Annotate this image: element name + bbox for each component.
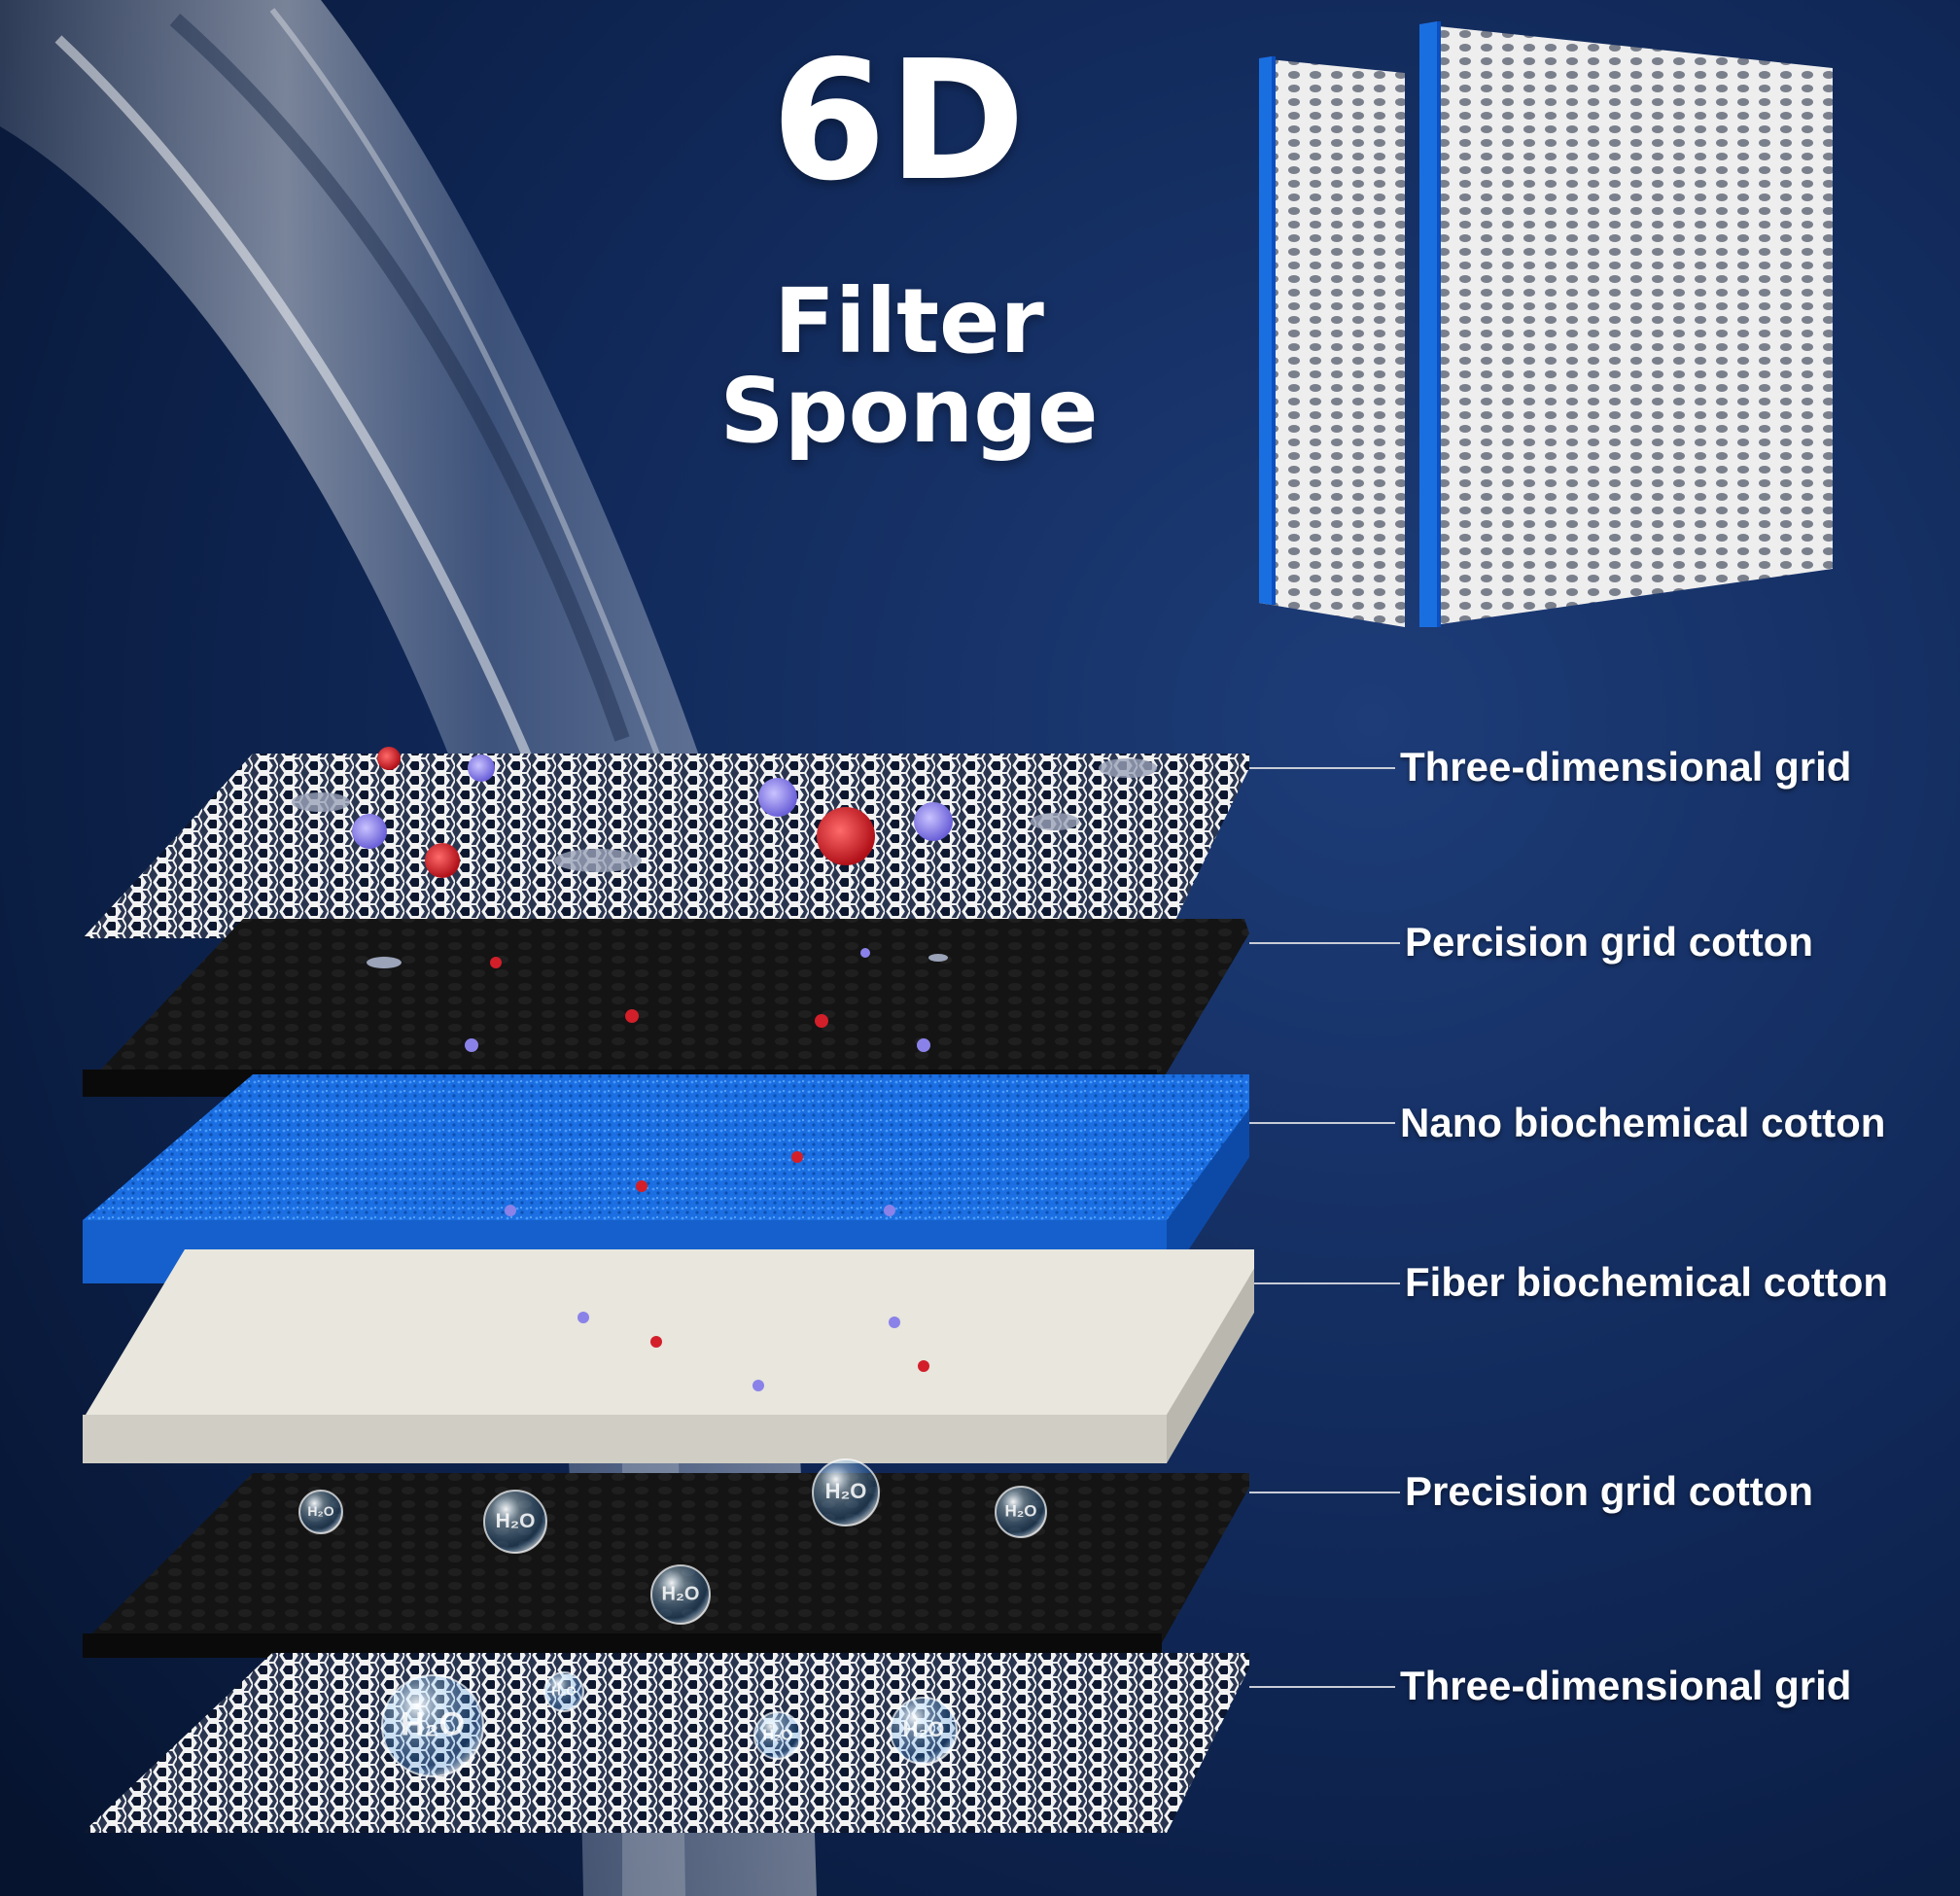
layer-fiber-biochemical-cotton	[83, 1249, 1254, 1463]
h2o-bubble-label: H₂O	[903, 1717, 945, 1741]
sponge-product-image	[1259, 21, 1833, 627]
h2o-bubble-label: H₂O	[1004, 1502, 1036, 1521]
label-leader-lines	[1249, 767, 1400, 1688]
h2o-bubble-label: H₂O	[762, 1727, 792, 1743]
h2o-bubble: H₂O	[890, 1697, 958, 1765]
h2o-bubble: H₂O	[650, 1564, 711, 1625]
layer-label-3: Nano biochemical cotton	[1400, 1100, 1886, 1145]
layer-three-dimensional-grid-bottom	[83, 1653, 1249, 1833]
h2o-bubble: H₂O	[543, 1671, 584, 1712]
h2o-bubble-label: H₂O	[401, 1705, 465, 1742]
h2o-bubble: H₂O	[483, 1490, 547, 1554]
layer-three-dimensional-grid-top	[83, 747, 1249, 938]
title: 6D	[771, 25, 1028, 218]
h2o-bubble: H₂O	[381, 1674, 484, 1777]
h2o-bubble-label: H₂O	[825, 1479, 867, 1503]
layer-precision-grid-cotton	[83, 1473, 1249, 1658]
layer-label-6: Three-dimensional grid	[1400, 1663, 1852, 1708]
subtitle: Filter Sponge	[719, 269, 1099, 463]
water-bubbles: H₂O H₂O H₂O H₂O H₂O H₂O H₂O H₂O H₂O	[298, 1458, 1047, 1777]
layer-label-4: Fiber biochemical cotton	[1405, 1259, 1889, 1305]
h2o-bubble: H₂O	[995, 1486, 1047, 1538]
h2o-bubble-label: H₂O	[662, 1583, 700, 1604]
h2o-bubble-label: H₂O	[307, 1503, 333, 1519]
layer-percision-grid-cotton	[83, 919, 1249, 1097]
h2o-bubble: H₂O	[298, 1490, 343, 1534]
h2o-bubble-label: H₂O	[496, 1510, 536, 1532]
h2o-bubble: H₂O	[812, 1458, 880, 1527]
h2o-bubble: H₂O	[753, 1711, 802, 1760]
layer-label-1: Three-dimensional grid	[1400, 744, 1852, 790]
layer-label-5: Precision grid cotton	[1405, 1468, 1814, 1514]
h2o-bubble-label: H₂O	[551, 1684, 576, 1699]
layer-label-2: Percision grid cotton	[1405, 919, 1814, 965]
